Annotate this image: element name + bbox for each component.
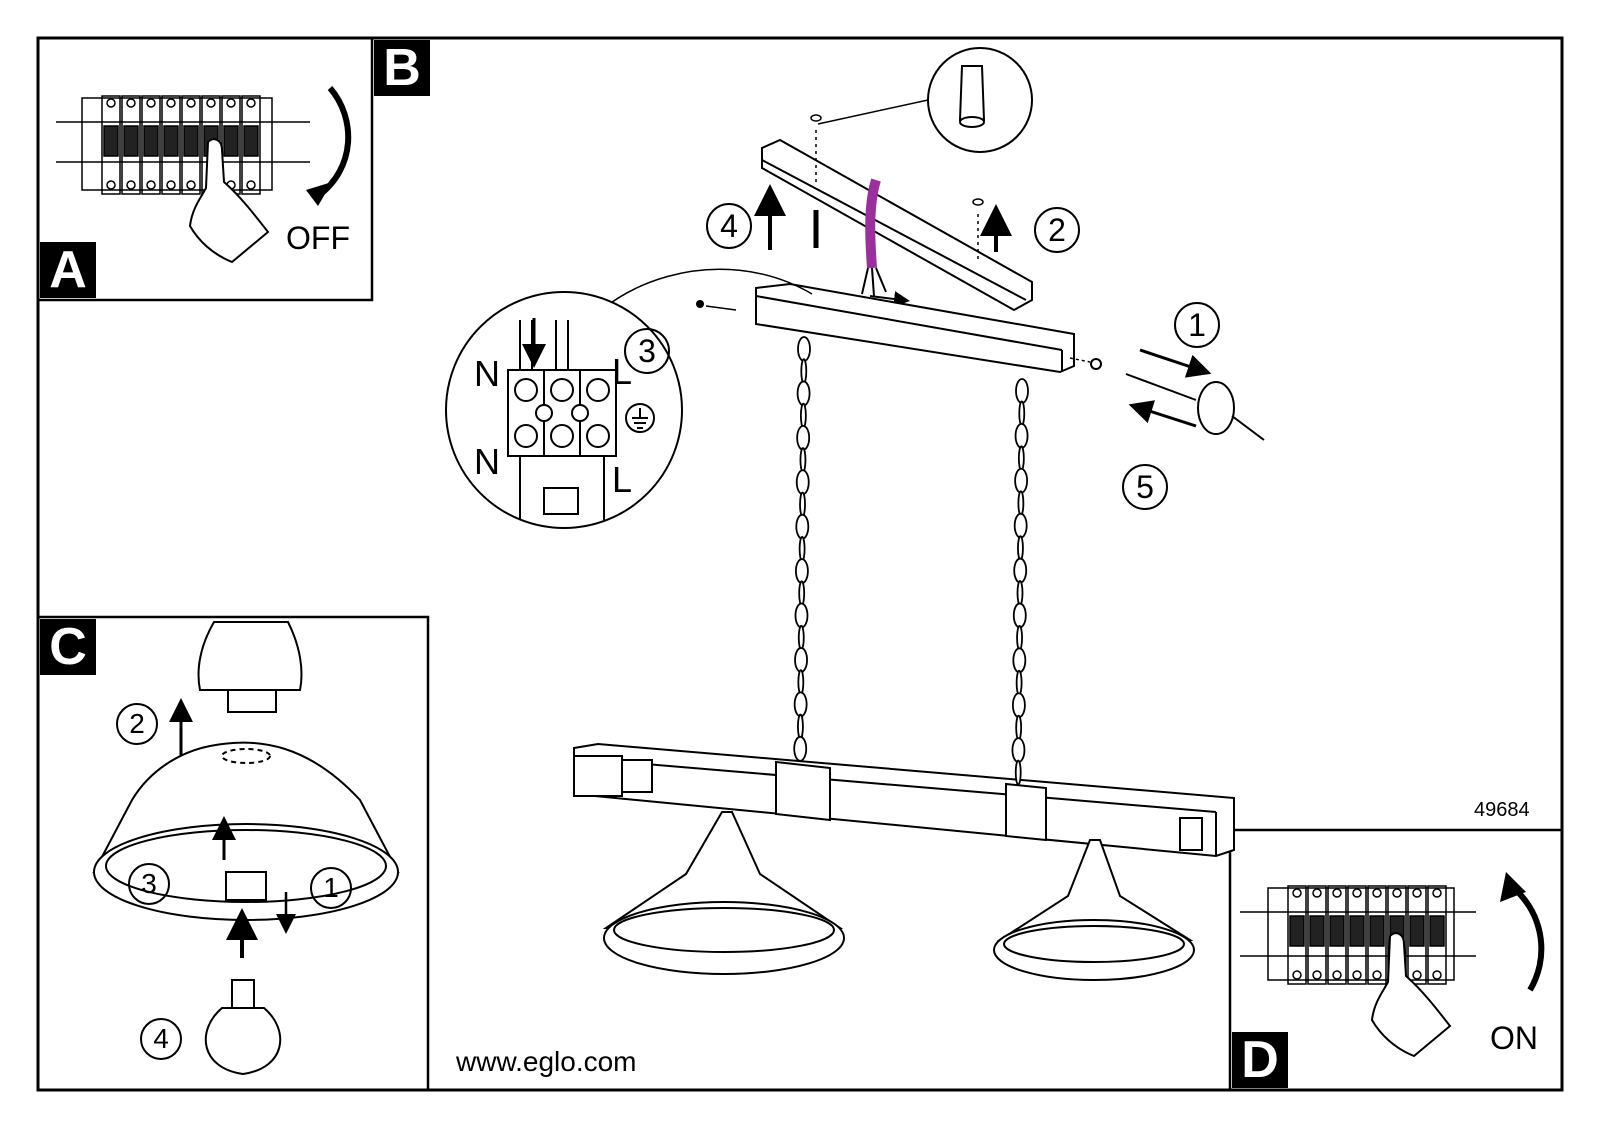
chain-link <box>798 670 803 694</box>
chain-link <box>795 648 807 672</box>
panel-c-step-3: 3 <box>128 863 170 905</box>
panel-c-step-2: 2 <box>116 703 158 745</box>
chain-link <box>1018 581 1023 605</box>
terminal-label-n-bottom: N <box>474 444 500 480</box>
chain-link <box>800 492 805 516</box>
main-step-1: 1 <box>1174 302 1220 348</box>
chain-link <box>1016 424 1028 448</box>
chain-link <box>1014 603 1026 627</box>
terminal-label-l-bottom: L <box>612 462 632 498</box>
chain-link <box>795 604 807 628</box>
chain-icon <box>794 337 810 761</box>
chain-link <box>1019 401 1024 425</box>
website-url: www.eglo.com <box>456 1048 637 1076</box>
chain-link <box>1013 693 1025 717</box>
chain-link <box>1017 671 1022 695</box>
chain-link <box>1013 648 1025 672</box>
chain-link <box>800 537 805 561</box>
chain-link <box>796 515 808 539</box>
main-step-2: 2 <box>1034 207 1080 253</box>
chain-link <box>795 692 807 716</box>
panel-a-badge: A <box>40 242 96 298</box>
terminal-label-l-top: L <box>612 354 632 390</box>
product-code: 49684 <box>1474 800 1530 820</box>
on-label: ON <box>1490 1022 1538 1054</box>
main-step-5: 5 <box>1122 464 1168 510</box>
chain-link <box>1018 536 1023 560</box>
chain-link <box>798 715 803 739</box>
chain-link <box>796 559 808 583</box>
main-step-4: 4 <box>706 203 752 249</box>
chain-link <box>797 426 809 450</box>
chain-link <box>799 581 804 605</box>
chain-link <box>1015 514 1027 538</box>
chain-link <box>799 626 804 650</box>
chain-link <box>798 381 810 405</box>
chain-link <box>1015 469 1027 493</box>
chain-link <box>1018 491 1023 515</box>
chain-link <box>798 337 810 361</box>
panel-c-step-1: 1 <box>310 867 352 909</box>
chain-link <box>1016 379 1028 403</box>
chain-link <box>801 404 806 428</box>
terminal-label-n-top: N <box>474 356 500 392</box>
chain-link <box>797 470 809 494</box>
off-label: OFF <box>286 222 350 254</box>
panel-c-step-4: 4 <box>140 1018 182 1060</box>
chain-link <box>1014 559 1026 583</box>
panel-b-badge: B <box>374 40 430 96</box>
chain-link <box>800 448 805 472</box>
chain-link <box>1019 446 1024 470</box>
chain-link <box>794 737 806 761</box>
chain-link <box>1016 761 1021 785</box>
chain-icon <box>1012 379 1028 785</box>
panel-d-badge: D <box>1232 1032 1288 1088</box>
chain-link <box>801 359 806 383</box>
chain-link <box>1017 626 1022 650</box>
chain-link <box>1016 716 1021 740</box>
chain-link <box>1012 738 1024 762</box>
panel-c-badge: C <box>40 619 96 675</box>
